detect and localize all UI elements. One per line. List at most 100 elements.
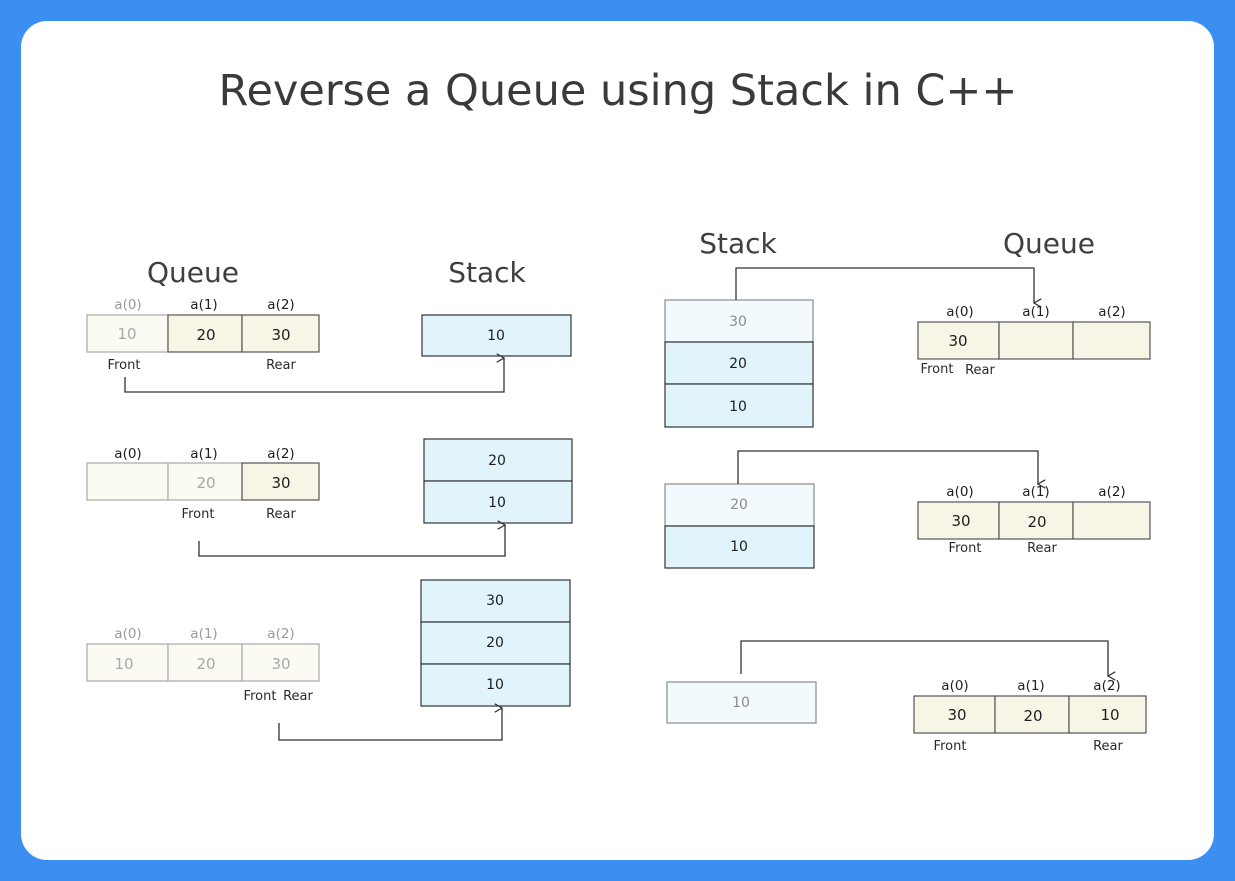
- cell-value: 20: [196, 474, 215, 492]
- push-arrow: [278, 708, 502, 741]
- queue-cell: [86, 314, 169, 353]
- front-label: Front: [921, 362, 954, 377]
- index-label: a(2): [1093, 678, 1120, 694]
- queue-cell: [241, 314, 320, 353]
- index-label: a(0): [114, 297, 141, 313]
- cell-value: 30: [948, 332, 967, 350]
- index-label: a(2): [1098, 484, 1125, 500]
- queue-cell: [241, 462, 320, 501]
- cell-value: 10: [488, 495, 506, 511]
- rear-label: Rear: [266, 507, 296, 522]
- queue-cell: [998, 501, 1074, 540]
- index-label: a(0): [114, 626, 141, 642]
- pop-arrow: [737, 450, 1038, 484]
- stack-cell: [664, 341, 814, 385]
- queue-cell: [913, 695, 996, 734]
- queue-cell: [917, 321, 1000, 360]
- stack-cell: [664, 483, 815, 527]
- cell-value: 20: [730, 497, 748, 513]
- cell-value: 30: [486, 593, 504, 609]
- cell-value: 10: [117, 325, 136, 343]
- rear-label: Rear: [1027, 541, 1057, 556]
- cell-value: 10: [114, 655, 133, 673]
- queue-cell: [917, 501, 1000, 540]
- step4-queue: a(0) a(1) a(2) 30 Front Rear: [917, 304, 1151, 378]
- cell-value: 10: [732, 695, 750, 711]
- rear-label: Rear: [1093, 739, 1123, 754]
- queue-cell: [998, 321, 1074, 360]
- cell-value: 20: [486, 635, 504, 651]
- index-label: a(1): [1017, 678, 1044, 694]
- step2-queue: a(0) a(1) a(2) 20 30 Front Rear: [86, 446, 320, 522]
- step5-queue: a(0) a(1) a(2) 30 20 Front Rear: [917, 484, 1151, 556]
- queue-cell: [1072, 501, 1151, 540]
- queue-cell: [994, 695, 1070, 734]
- rear-label: Rear: [266, 358, 296, 373]
- index-label: a(2): [267, 446, 294, 462]
- queue-cell: [86, 643, 169, 682]
- queue-cell: [1068, 695, 1147, 734]
- stack-cell: [666, 681, 817, 724]
- index-label: a(1): [190, 297, 217, 313]
- step6-stack: 10: [666, 681, 817, 724]
- step5-stack: 20 10: [664, 483, 815, 569]
- index-label: a(2): [267, 297, 294, 313]
- index-label: a(1): [190, 446, 217, 462]
- queue-cell: [167, 462, 243, 501]
- index-label: a(0): [941, 678, 968, 694]
- stack-cell: [423, 438, 573, 482]
- stack-cell: [420, 621, 571, 665]
- index-label: a(1): [190, 626, 217, 642]
- front-label: Front: [934, 739, 967, 754]
- step3-stack: 30 20 10: [420, 579, 571, 707]
- push-arrow: [198, 525, 505, 557]
- step1-stack: 10: [421, 314, 572, 357]
- stack-cell: [423, 480, 573, 524]
- index-label: a(1): [1022, 304, 1049, 320]
- queue-cell: [86, 462, 169, 501]
- pop-arrow: [740, 640, 1108, 676]
- cell-value: 10: [486, 677, 504, 693]
- step2-stack: 20 10: [423, 438, 573, 524]
- index-label: a(0): [946, 484, 973, 500]
- cell-value: 10: [1100, 706, 1119, 724]
- left-stack-header: Stack: [448, 256, 526, 289]
- cell-value: 20: [196, 326, 215, 344]
- step4-stack: 30 20 10: [664, 299, 814, 428]
- page-title: Reverse a Queue using Stack in C++: [219, 66, 1018, 116]
- rear-label: Rear: [283, 689, 313, 704]
- queue-cell: [241, 643, 320, 682]
- push-arrow: [124, 358, 504, 393]
- cell-value: 20: [729, 356, 747, 372]
- cell-value: 20: [196, 655, 215, 673]
- cell-value: 10: [487, 328, 505, 344]
- cell-value: 20: [1027, 513, 1046, 531]
- front-label: Front: [182, 507, 215, 522]
- cell-value: 30: [271, 655, 290, 673]
- step3-queue: a(0) a(1) a(2) 10 20 30 Front Rear: [86, 626, 320, 704]
- rear-label: Rear: [965, 363, 995, 378]
- index-label: a(2): [1098, 304, 1125, 320]
- cell-value: 20: [488, 453, 506, 469]
- index-label: a(1): [1022, 484, 1049, 500]
- cell-value: 30: [951, 512, 970, 530]
- queue-cell: [1072, 321, 1151, 360]
- front-label: Front: [244, 689, 277, 704]
- right-queue-header: Queue: [1003, 227, 1095, 260]
- cell-value: 10: [729, 399, 747, 415]
- stack-cell: [420, 579, 571, 623]
- index-label: a(2): [267, 626, 294, 642]
- stack-cell: [664, 299, 814, 343]
- step1-queue: a(0) a(1) a(2) 10 20 30 Front Rear: [86, 297, 320, 373]
- step6-queue: a(0) a(1) a(2) 30 20 10 Front Rear: [913, 678, 1147, 754]
- stack-cell: [664, 383, 814, 428]
- queue-cell: [167, 643, 243, 682]
- cell-value: 30: [271, 474, 290, 492]
- cell-value: 20: [1023, 707, 1042, 725]
- left-queue-header: Queue: [147, 256, 239, 289]
- index-label: a(0): [114, 446, 141, 462]
- cell-value: 30: [271, 326, 290, 344]
- stack-cell: [664, 525, 815, 569]
- cell-value: 30: [947, 706, 966, 724]
